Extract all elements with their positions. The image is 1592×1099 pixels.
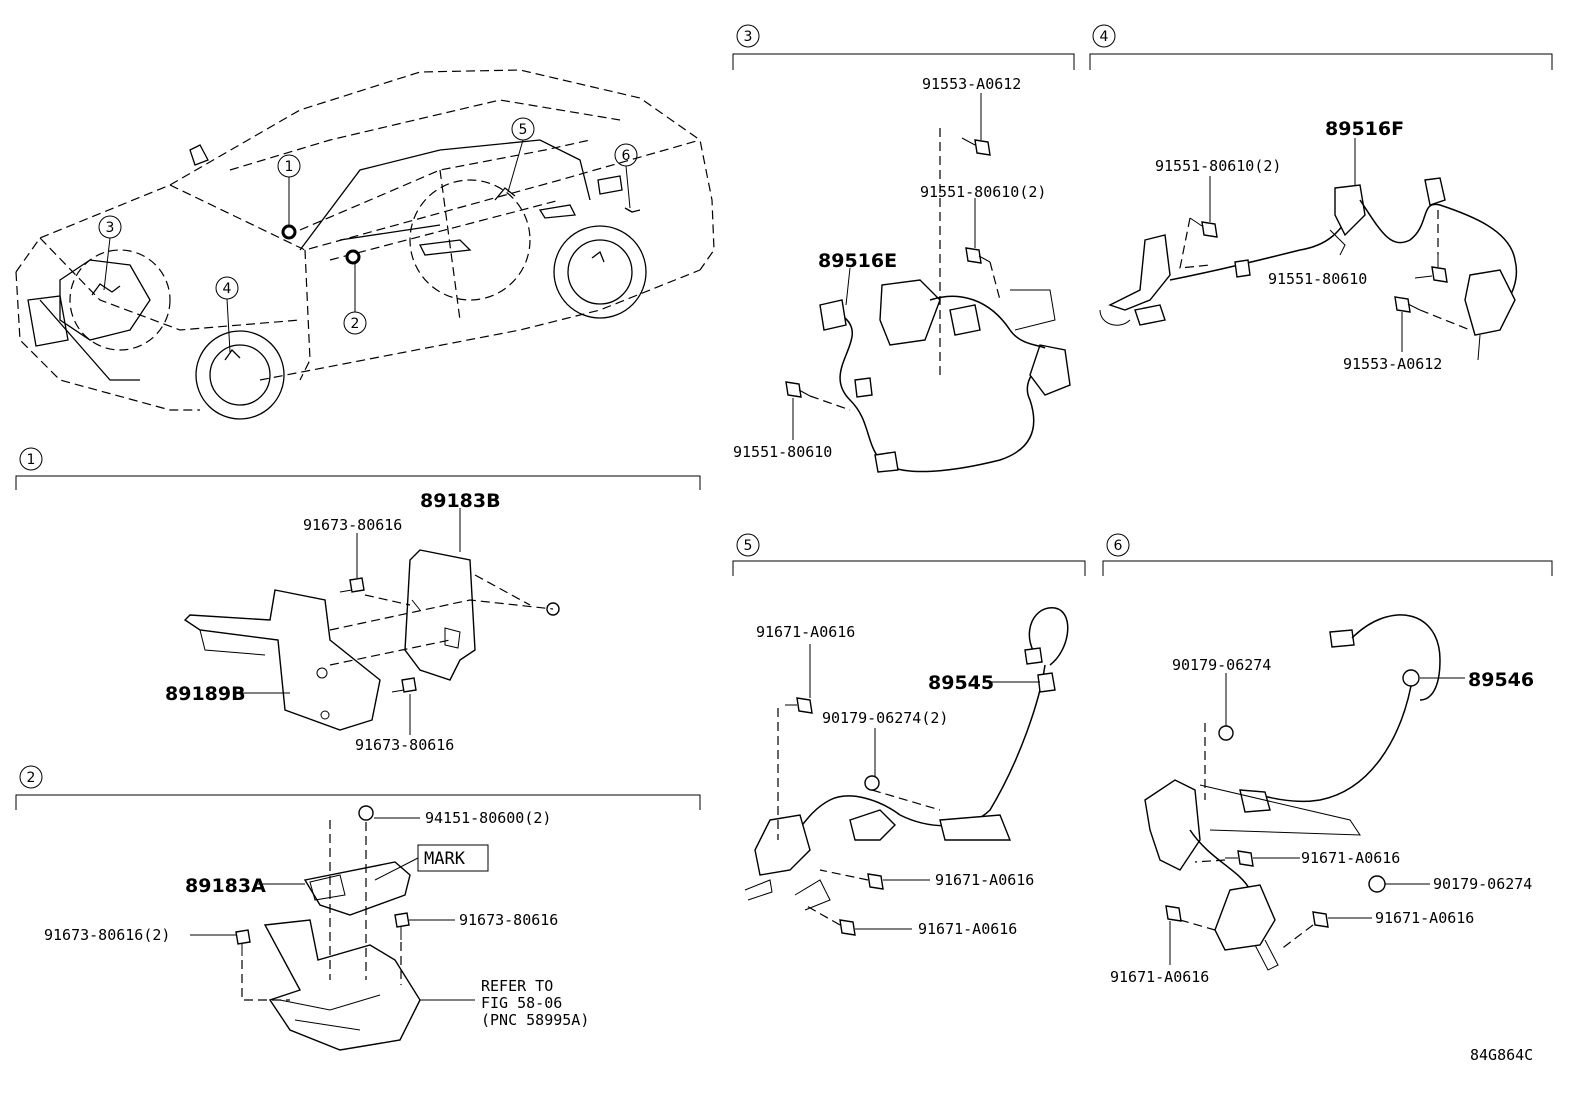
section-6: 6 90179-06274 89546 91671-A0 (1102, 533, 1553, 986)
svg-text:2: 2 (351, 316, 360, 332)
section-3: 3 91553-A0612 91551-80610(2) 89516E 9155… (732, 24, 1075, 473)
label-91551-2-s4: 91551-80610(2) (1155, 157, 1281, 175)
refer-line-2: FIG 58-06 (481, 994, 562, 1012)
label-91551-s4: 91551-80610 (1268, 270, 1367, 288)
label-90179-right-s6: 90179-06274 (1433, 875, 1532, 893)
label-89189B: 89189B (165, 683, 246, 705)
car-callout-3: 3 (98, 215, 122, 291)
car-callout-5: 5 (507, 117, 535, 193)
label-89546: 89546 (1468, 669, 1534, 691)
label-90179-2-s5: 90179-06274(2) (822, 709, 948, 727)
car-callout-2: 2 (343, 263, 367, 335)
svg-text:6: 6 (622, 148, 631, 164)
car-callout-6: 6 (614, 143, 638, 209)
label-91671-top-s5: 91671-A0616 (756, 623, 855, 641)
svg-text:4: 4 (1100, 29, 1109, 45)
label-91671-r1-s6: 91671-A0616 (1301, 849, 1400, 867)
car-callout-4: 4 (215, 276, 239, 353)
label-91551-2-s3: 91551-80610(2) (920, 183, 1046, 201)
label-91673-left: 91673-80616(2) (44, 926, 170, 944)
svg-text:MARK: MARK (424, 849, 466, 869)
svg-text:5: 5 (519, 122, 528, 138)
svg-text:4: 4 (223, 281, 232, 297)
car-callout-1: 1 (277, 154, 301, 226)
label-91671-left-s6: 91671-A0616 (1110, 968, 1209, 986)
label-91551-s3: 91551-80610 (733, 443, 832, 461)
label-89516F: 89516F (1325, 118, 1404, 140)
label-89183A: 89183A (185, 875, 266, 897)
svg-text:1: 1 (27, 452, 36, 468)
svg-text:5: 5 (744, 538, 753, 554)
label-89545: 89545 (928, 672, 994, 694)
car-overview: 1 2 3 4 5 6 (15, 69, 715, 420)
label-91671-r2-s6: 91671-A0616 (1375, 909, 1474, 927)
label-89183B: 89183B (420, 490, 501, 512)
section-2: 2 MARK 94151-80600(2) 89183A 91673-8061 (15, 765, 701, 1051)
label-91673-bottom: 91673-80616 (355, 736, 454, 754)
label-90179-top-s6: 90179-06274 (1172, 656, 1271, 674)
label-91673-right: 91673-80616 (459, 911, 558, 929)
diagram-code: 84G864C (1470, 1046, 1533, 1064)
label-91673-top: 91673-80616 (303, 516, 402, 534)
section-5: 5 91671-A0616 89545 90179-06274(2) (732, 533, 1086, 938)
label-91671-bot-s5: 91671-A0616 (918, 920, 1017, 938)
label-91671-mid-s5: 91671-A0616 (935, 871, 1034, 889)
label-89516E: 89516E (818, 250, 897, 272)
refer-line-3: (PNC 58995A) (481, 1011, 589, 1029)
svg-text:3: 3 (106, 220, 115, 236)
section-1: 1 89183B 91673-80616 89189B 91673-80616 (15, 447, 701, 754)
label-91553-s3: 91553-A0612 (922, 75, 1021, 93)
refer-line-1: REFER TO (481, 977, 553, 995)
svg-text:2: 2 (27, 770, 36, 786)
label-91553-s4: 91553-A0612 (1343, 355, 1442, 373)
svg-text:3: 3 (744, 29, 753, 45)
label-94151: 94151-80600(2) (425, 809, 551, 827)
svg-text:6: 6 (1114, 538, 1123, 554)
svg-text:1: 1 (285, 159, 294, 175)
section-4: 4 89516F 91551-80610(2) 91551-80610 915 (1089, 24, 1553, 373)
